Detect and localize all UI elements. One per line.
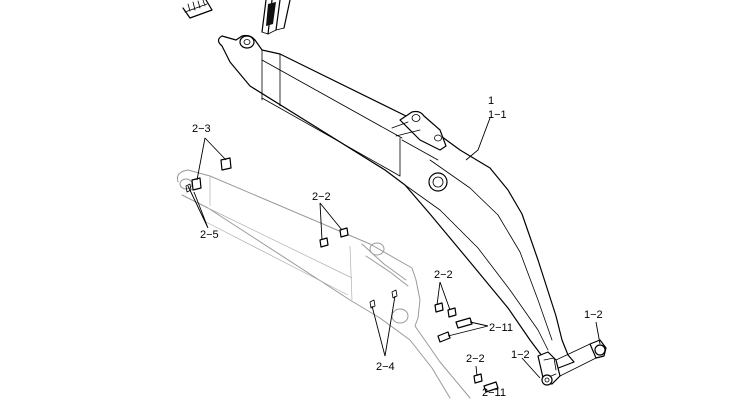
pin-parts-2-4 <box>369 289 398 309</box>
leader-lines <box>187 117 601 391</box>
top-spring-part <box>182 0 213 19</box>
pin-parts-2-2 <box>319 227 483 384</box>
callout-1: 1 <box>488 95 494 107</box>
callout-2-2-upper: 2−2 <box>312 191 331 203</box>
callout-2-4: 2−4 <box>376 361 395 373</box>
callout-2-11-lower: 2−11 <box>482 387 506 399</box>
callout-2-2-lower: 2−2 <box>466 353 485 365</box>
callout-2-3: 2−3 <box>192 123 211 135</box>
main-boom <box>217 34 607 386</box>
callout-1-1: 1−1 <box>488 109 507 121</box>
pin-part-2-5 <box>185 183 192 193</box>
callout-2-11-upper: 2−11 <box>489 322 513 334</box>
callout-2-2-middle: 2−2 <box>434 269 453 281</box>
callout-2-5: 2−5 <box>200 229 219 241</box>
callout-1-2-right: 1−2 <box>584 309 603 321</box>
arm-ghost-outline <box>177 169 471 399</box>
top-rod-part <box>261 0 291 35</box>
callout-labels: 1 1−1 1−2 1−2 2−3 2−5 2−2 2−2 2−2 2−11 2… <box>192 95 603 399</box>
pin-parts-2-11 <box>437 317 499 393</box>
callout-1-2-left: 1−2 <box>511 349 530 361</box>
